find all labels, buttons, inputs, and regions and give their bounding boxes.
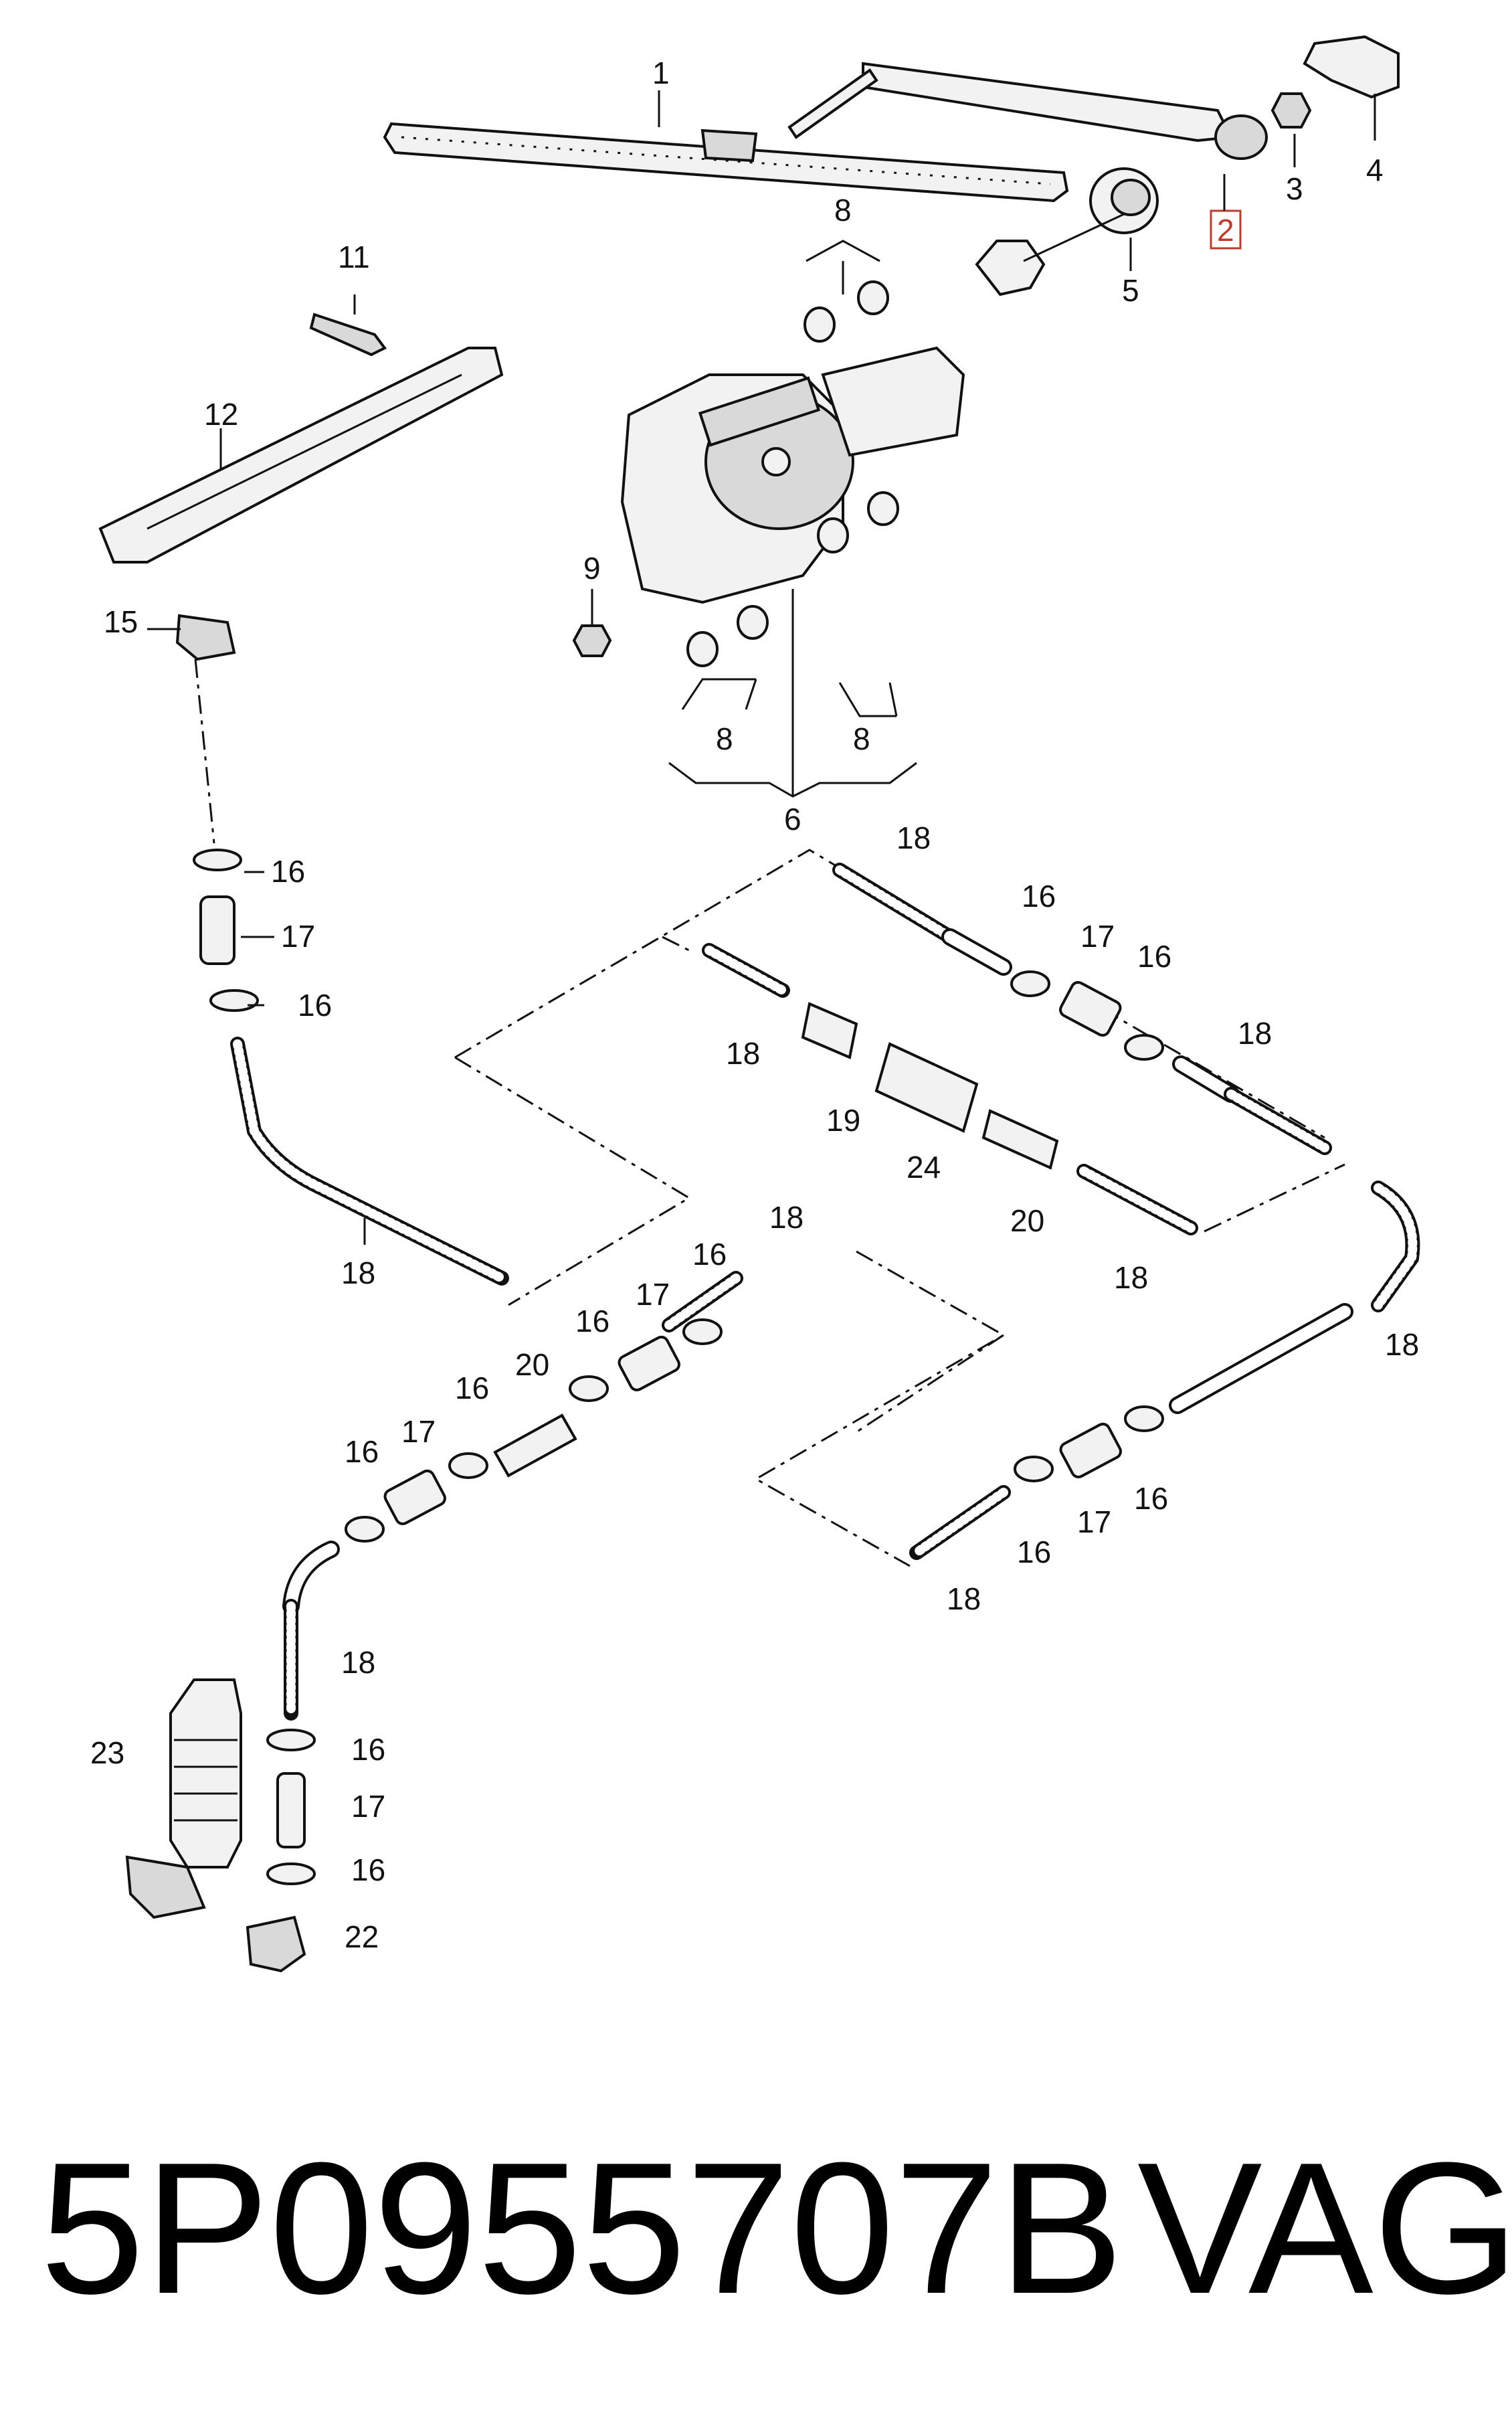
nut-small — [572, 624, 612, 657]
callout-22: 22 — [345, 1919, 379, 1954]
callout-16d: 16 — [1137, 939, 1171, 974]
callout-17f: 17 — [351, 1789, 385, 1824]
part-number: 5P0955707B — [40, 2124, 1124, 2333]
callout-16g: 16 — [455, 1371, 489, 1405]
callout-23: 23 — [90, 1735, 124, 1770]
callout-16j: 16 — [1017, 1535, 1051, 1569]
callout-1: 1 — [652, 56, 670, 90]
callout-16f: 16 — [575, 1304, 609, 1338]
callout-18a: 18 — [341, 1255, 375, 1290]
callout-17e: 17 — [1077, 1504, 1111, 1539]
leader-lines — [147, 90, 1376, 1245]
brand-name: VAG — [1137, 2124, 1512, 2333]
callout-16k: 16 — [351, 1732, 385, 1767]
callout-20a: 20 — [1010, 1203, 1044, 1238]
callout-17a: 17 — [281, 919, 315, 954]
callout-12: 12 — [204, 397, 238, 432]
callout-18e: 18 — [1114, 1260, 1148, 1295]
nozzle — [175, 614, 236, 661]
callout-3: 3 — [1286, 171, 1303, 206]
callout-24: 24 — [907, 1150, 941, 1185]
wiper-blade — [383, 122, 1069, 203]
callout-5: 5 — [1122, 273, 1139, 308]
callout-16l: 16 — [351, 1852, 385, 1887]
cap — [1303, 35, 1400, 99]
callout-16a: 16 — [271, 854, 305, 889]
callout-17d: 17 — [401, 1414, 436, 1449]
callout-17c: 17 — [636, 1277, 670, 1312]
valve-24 — [874, 1042, 979, 1133]
callout-2: 2 — [1217, 213, 1234, 248]
washer — [975, 240, 1046, 296]
wiper-motor — [620, 346, 965, 604]
bulb — [309, 313, 387, 357]
callout-9: 9 — [583, 551, 601, 586]
callout-18d: 18 — [726, 1036, 760, 1071]
callout-8a: 8 — [834, 193, 852, 228]
callout-8b: 8 — [716, 721, 733, 756]
connector-20a — [981, 1109, 1059, 1170]
connector-22 — [246, 1915, 306, 1973]
callout-16h: 16 — [345, 1434, 379, 1469]
callout-6: 6 — [784, 802, 801, 837]
callout-17b: 17 — [1080, 919, 1115, 954]
nut — [1270, 92, 1312, 128]
callout-16c: 16 — [1022, 879, 1056, 914]
bushings — [686, 280, 899, 667]
callout-18i: 18 — [341, 1645, 375, 1680]
callout-18h: 18 — [947, 1581, 981, 1616]
connector-20b — [493, 1413, 577, 1478]
callout-20b: 20 — [515, 1347, 549, 1382]
wiper-arm — [787, 62, 1268, 250]
callout-labels: 1 2 3 4 5 6 8 8 8 9 11 12 15 16 17 16 18… — [90, 56, 1419, 1954]
washer-pump — [125, 1678, 242, 1919]
highlight-box — [1210, 209, 1242, 250]
callout-19: 19 — [826, 1103, 860, 1138]
callout-8c: 8 — [853, 721, 870, 756]
callout-11: 11 — [338, 240, 370, 274]
callout-18c: 18 — [1238, 1016, 1272, 1051]
callout-18b: 18 — [896, 820, 931, 855]
brake-light — [98, 347, 504, 563]
callout-16i: 16 — [1134, 1481, 1168, 1516]
callout-16b: 16 — [298, 988, 332, 1023]
callout-18g: 18 — [1385, 1327, 1419, 1362]
callout-16e: 16 — [692, 1237, 727, 1272]
callout-4: 4 — [1366, 153, 1384, 187]
callout-15: 15 — [104, 604, 138, 639]
callout-18f: 18 — [769, 1200, 804, 1235]
connector-19 — [801, 1002, 858, 1059]
